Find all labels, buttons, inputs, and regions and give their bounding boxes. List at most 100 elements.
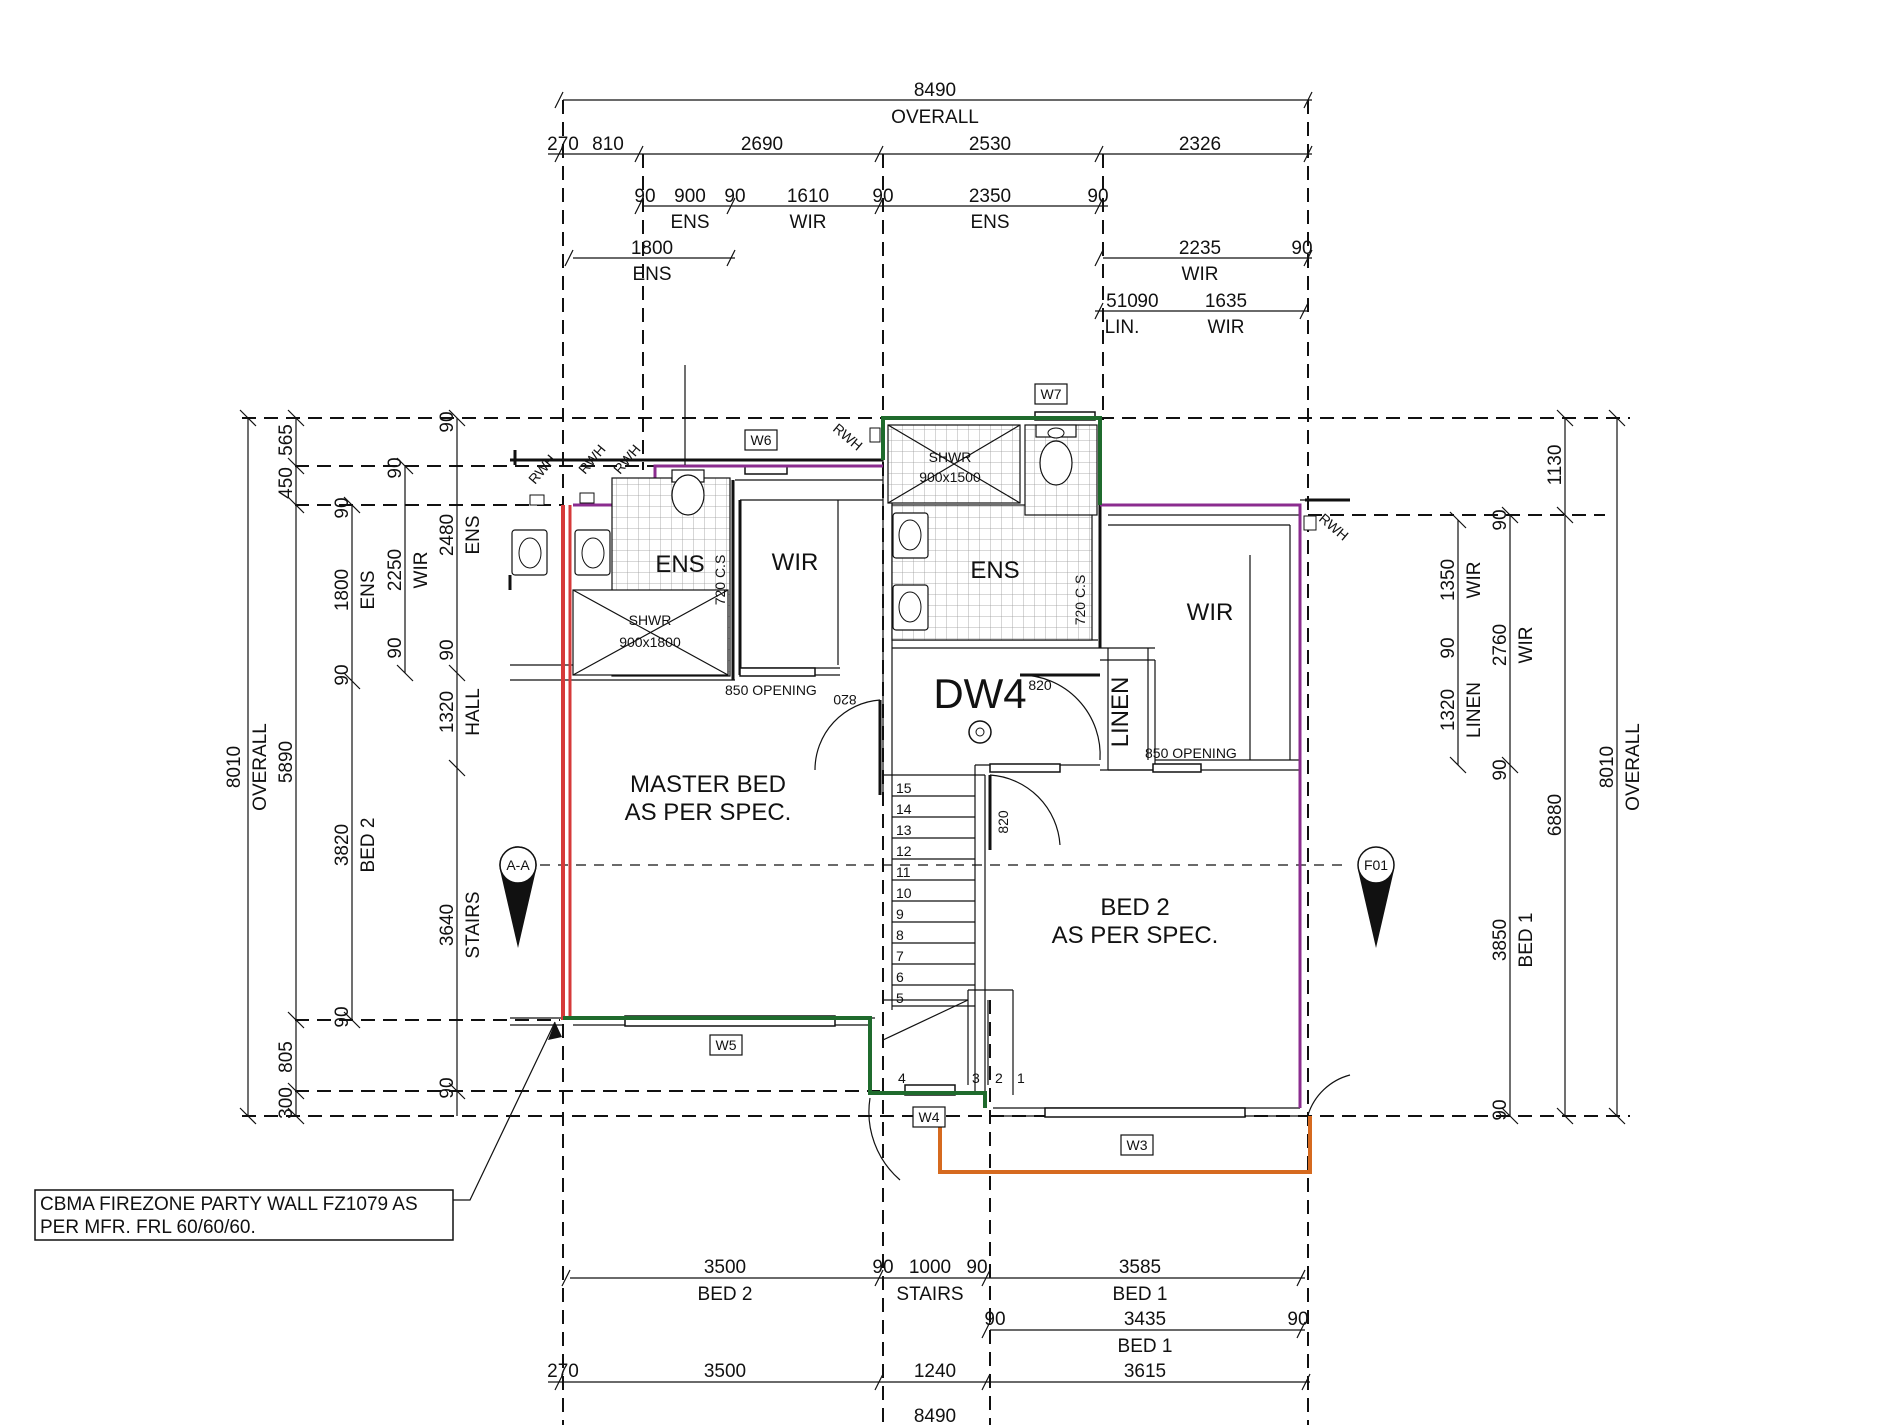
window-w5: W5 [716, 1037, 737, 1053]
door-left: 820 [833, 692, 857, 708]
room-shwr-mid: SHWR [929, 449, 972, 465]
dim-left-col4-0: 90 [437, 411, 458, 432]
window-w7: W7 [1041, 386, 1062, 402]
dim-bot-row1-0: 3500 [704, 1257, 746, 1278]
window-w4: W4 [919, 1109, 940, 1125]
room-shwr-left: SHWR [629, 612, 672, 628]
rwh-label: RWH [830, 420, 866, 454]
window-w3: W3 [1127, 1137, 1148, 1153]
dim-top-row4-wir: WIR [1208, 317, 1245, 338]
room-shwr-left-size: 900x1800 [619, 634, 681, 650]
dim-right-overall-label: OVERALL [1623, 723, 1644, 811]
dim-left-col2-0: 90 [332, 497, 353, 518]
left-dimensions: 8010 OVERALL 450 565 5890 805 300 90 180… [224, 409, 484, 1125]
room-bed2-spec: AS PER SPEC. [1052, 922, 1219, 949]
dim-left-col4-3: 90 [437, 639, 458, 660]
green-wall-bottom [563, 1016, 987, 1108]
dim-right-col2-5: BED 1 [1516, 913, 1537, 968]
dim-left-col1-top-0: 450 [276, 467, 297, 499]
opening-left: 850 OPENING [725, 682, 817, 698]
dim-left-col2-2: ENS [358, 570, 379, 609]
dim-left-col4-6: 3640 [437, 904, 458, 946]
dim-overall-top-label: OVERALL [891, 107, 979, 128]
dim-top-row2-5: 2350 [969, 186, 1011, 207]
dim-top-row1-2: 2690 [741, 134, 783, 155]
door-swing [1307, 1074, 1351, 1116]
room-ens-mid: ENS [970, 557, 1019, 584]
dim-left-col4-7: STAIRS [463, 891, 484, 958]
dim-top-row2-1: 900 [674, 186, 706, 207]
dim-top-row2-ens2: ENS [970, 212, 1009, 233]
cs-mid: 720 C.S [1072, 575, 1088, 626]
dim-bot-row3-1: 3500 [704, 1361, 746, 1382]
dim-left-col2-3: 90 [332, 664, 353, 685]
door-swing [814, 699, 881, 771]
stair-number: 4 [898, 1070, 906, 1086]
dim-left-col1-top-1: 565 [276, 424, 297, 456]
dim-left-col4-5: HALL [463, 688, 484, 736]
dim-left-overall-label: OVERALL [250, 723, 271, 811]
dim-top-row1-3: 2530 [969, 134, 1011, 155]
opening-right: 850 OPENING [1145, 745, 1237, 761]
dim-left-col4-8: 90 [437, 1077, 458, 1098]
bottom-dimensions: 3500 90 1000 90 3585 BED 2 STAIRS BED 1 … [547, 1257, 1311, 1425]
dim-top-row2-0: 90 [634, 186, 655, 207]
stair-number: 9 [896, 906, 904, 922]
room-wir-right: WIR [1187, 599, 1234, 626]
note-line2: PER MFR. FRL 60/60/60. [40, 1217, 256, 1238]
dim-right-col3-1: WIR [1464, 562, 1485, 599]
orange-wall [938, 1108, 1312, 1174]
dim-bot-row1-stairs: STAIRS [896, 1284, 963, 1305]
dim-top-row1-1: 810 [592, 134, 624, 155]
room-linen: LINEN [1107, 677, 1134, 748]
dim-top-row2-3: 1610 [787, 186, 829, 207]
smoke-detector-icon [968, 720, 992, 744]
dim-left-col3-2: WIR [411, 552, 432, 589]
section-marker-right [1357, 846, 1395, 884]
stair-number: 6 [896, 969, 904, 985]
dim-top-row2-ens: ENS [670, 212, 709, 233]
rwh-label: RWH [525, 451, 559, 487]
dim-left-col2-5: BED 2 [358, 818, 379, 873]
dim-bot-overall-value: 8490 [914, 1406, 956, 1425]
dim-top-row2-2: 90 [724, 186, 745, 207]
stair-number: 8 [896, 927, 904, 943]
stair-number: 12 [896, 843, 912, 859]
dim-top-row1-4: 2326 [1179, 134, 1221, 155]
room-labels: ENS WIR SHWR 900x1800 720 C.S 850 OPENIN… [619, 449, 1237, 949]
stair-number: 11 [896, 864, 911, 880]
stair-number: 1 [1017, 1070, 1025, 1086]
dim-bot-row2-1: 3435 [1124, 1309, 1166, 1330]
dim-left-col3-0: 90 [385, 457, 406, 478]
doors [814, 673, 1351, 1181]
dim-top-row4-lin: LIN. [1105, 317, 1140, 338]
section-right-label: F01 [1364, 857, 1388, 873]
note-line1: CBMA FIREZONE PARTY WALL FZ1079 AS [40, 1194, 418, 1215]
dim-right-col2-1: 2760 [1490, 624, 1511, 666]
door-swing [1019, 674, 1101, 761]
dim-top-row2-4: 90 [872, 186, 893, 207]
colored-walls [561, 416, 1312, 1174]
dim-left-col4-2: ENS [463, 515, 484, 554]
room-master-bed: MASTER BED [630, 771, 786, 798]
dim-bot-row1-bed2: BED 2 [698, 1284, 753, 1305]
dim-bot-row1-3: 90 [966, 1257, 987, 1278]
green-wall-top [881, 416, 1102, 505]
dim-top-row3-right-value: 2235 [1179, 238, 1221, 259]
dim-left-col3-3: 90 [385, 637, 406, 658]
dim-bot-row2-2: 90 [1287, 1309, 1308, 1330]
dim-right-col2-2: WIR [1516, 627, 1537, 664]
door-swing [868, 1097, 901, 1181]
dim-bot-row3-3: 3615 [1124, 1361, 1166, 1382]
cs-left: 720 C.S [712, 555, 728, 606]
dim-right-col2-3: 90 [1490, 759, 1511, 780]
dim-right-col3-2: 90 [1438, 637, 1459, 658]
dim-bot-row1-bed1: BED 1 [1113, 1284, 1168, 1305]
dim-right-overall-value: 8010 [1597, 746, 1618, 788]
window-tags: W7 W6 W5 W4 W3 [709, 383, 1154, 1156]
stair-number: 13 [896, 822, 912, 838]
fixtures [511, 365, 1317, 631]
stair-number: 5 [896, 990, 904, 1006]
dim-overall-top-value: 8490 [914, 80, 956, 101]
